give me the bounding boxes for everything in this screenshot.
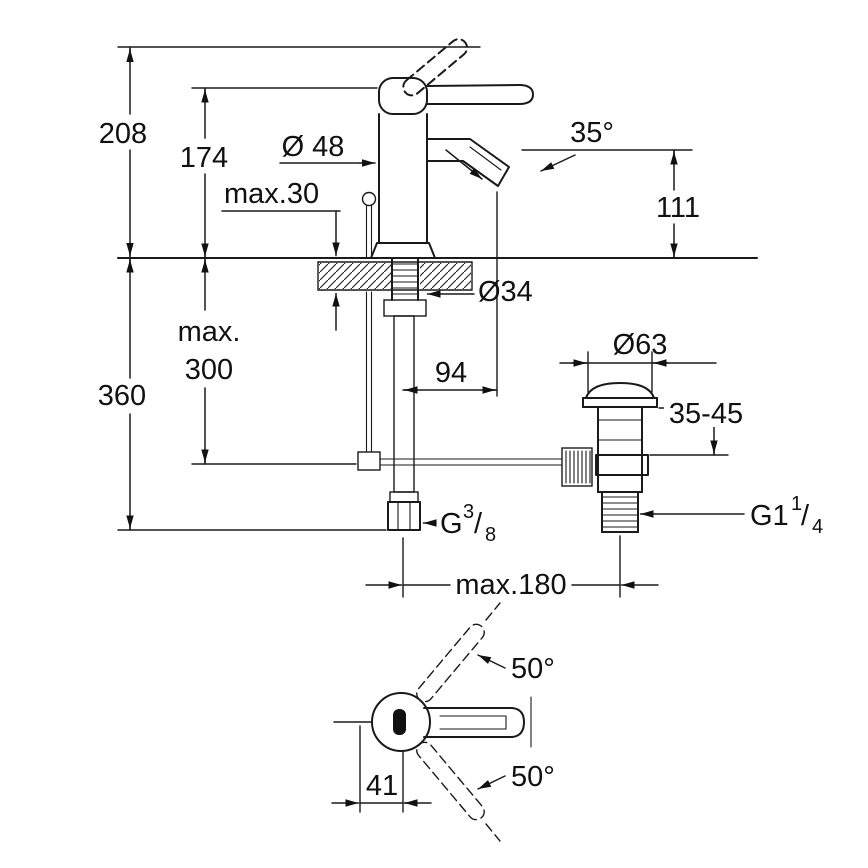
label-angle50-bottom: 50° — [511, 761, 555, 793]
undercounter-assembly — [317, 257, 563, 531]
mounting-nut — [383, 299, 427, 317]
thread-g38-callout: G 3 / 8 — [422, 501, 496, 546]
drain-locknut — [595, 454, 649, 476]
popup-rod-knob — [361, 191, 377, 207]
rod-adjuster — [357, 451, 381, 471]
dimension-max300: max. 300 — [178, 257, 241, 465]
dimension-max30: max.30 — [221, 178, 341, 331]
label-g114-main: G1 — [750, 500, 789, 532]
label-g38-main: G — [440, 508, 463, 540]
dimension-360: 360 — [98, 257, 146, 531]
dimension-dia63: Ø63 — [559, 329, 717, 367]
label-94: 94 — [435, 357, 467, 389]
label-g38-slash: / — [474, 508, 483, 540]
label-max300-line2: 300 — [185, 354, 233, 386]
handle-hub-plan — [393, 709, 406, 735]
dimension-111: 111 — [656, 149, 700, 259]
label-3545: 35-45 — [669, 398, 743, 430]
label-111: 111 — [656, 192, 700, 224]
dimension-174: 174 — [180, 87, 228, 259]
label-g38-sub: 8 — [485, 524, 496, 546]
counter-hatch-left — [319, 263, 391, 289]
label-dia48: Ø 48 — [282, 131, 345, 163]
dimension-max180: max.180 — [365, 569, 659, 601]
dimension-3545: 35-45 — [664, 398, 748, 456]
label-174: 174 — [180, 142, 228, 174]
label-208: 208 — [99, 118, 147, 150]
label-dia63: Ø63 — [613, 329, 668, 361]
label-g38-sup: 3 — [463, 501, 474, 523]
dimension-angle50-bottom: 50° — [477, 761, 555, 793]
label-41: 41 — [366, 770, 398, 802]
flex-hose — [393, 315, 415, 493]
faucet-side-view — [361, 38, 534, 259]
label-max180: max.180 — [455, 569, 566, 601]
dimension-angle50-top: 50° — [477, 653, 555, 685]
dimension-dia48: Ø 48 — [279, 131, 376, 167]
label-g114-slash: / — [801, 500, 810, 532]
thread-g114-callout: G1 1 / 4 — [639, 493, 823, 538]
dimension-dia34: Ø34 — [426, 276, 533, 308]
label-g114-sub: 4 — [812, 516, 823, 538]
dimension-41: 41 — [331, 721, 432, 813]
dimension-angle35: 35° — [540, 117, 614, 172]
label-angle50-top: 50° — [511, 653, 555, 685]
knurled-adjuster — [561, 447, 593, 487]
counter-hatch-right — [420, 263, 471, 289]
faucet-plan-view — [371, 602, 532, 842]
label-dia34: Ø34 — [478, 276, 533, 308]
handle-swing-bottom — [416, 741, 485, 821]
hose-hex-nut — [387, 501, 421, 531]
drain-assembly — [561, 382, 658, 533]
label-max300-line1: max. — [178, 316, 241, 348]
label-360: 360 — [98, 380, 146, 412]
label-g114-sup: 1 — [791, 493, 802, 515]
label-max30: max.30 — [224, 178, 319, 210]
label-angle35: 35° — [570, 117, 614, 149]
hose-collar — [389, 491, 419, 503]
dimension-94: 94 — [402, 357, 498, 394]
dimension-208: 208 — [99, 46, 147, 259]
reference-lines — [117, 46, 758, 598]
handle-swing-top — [416, 623, 485, 703]
